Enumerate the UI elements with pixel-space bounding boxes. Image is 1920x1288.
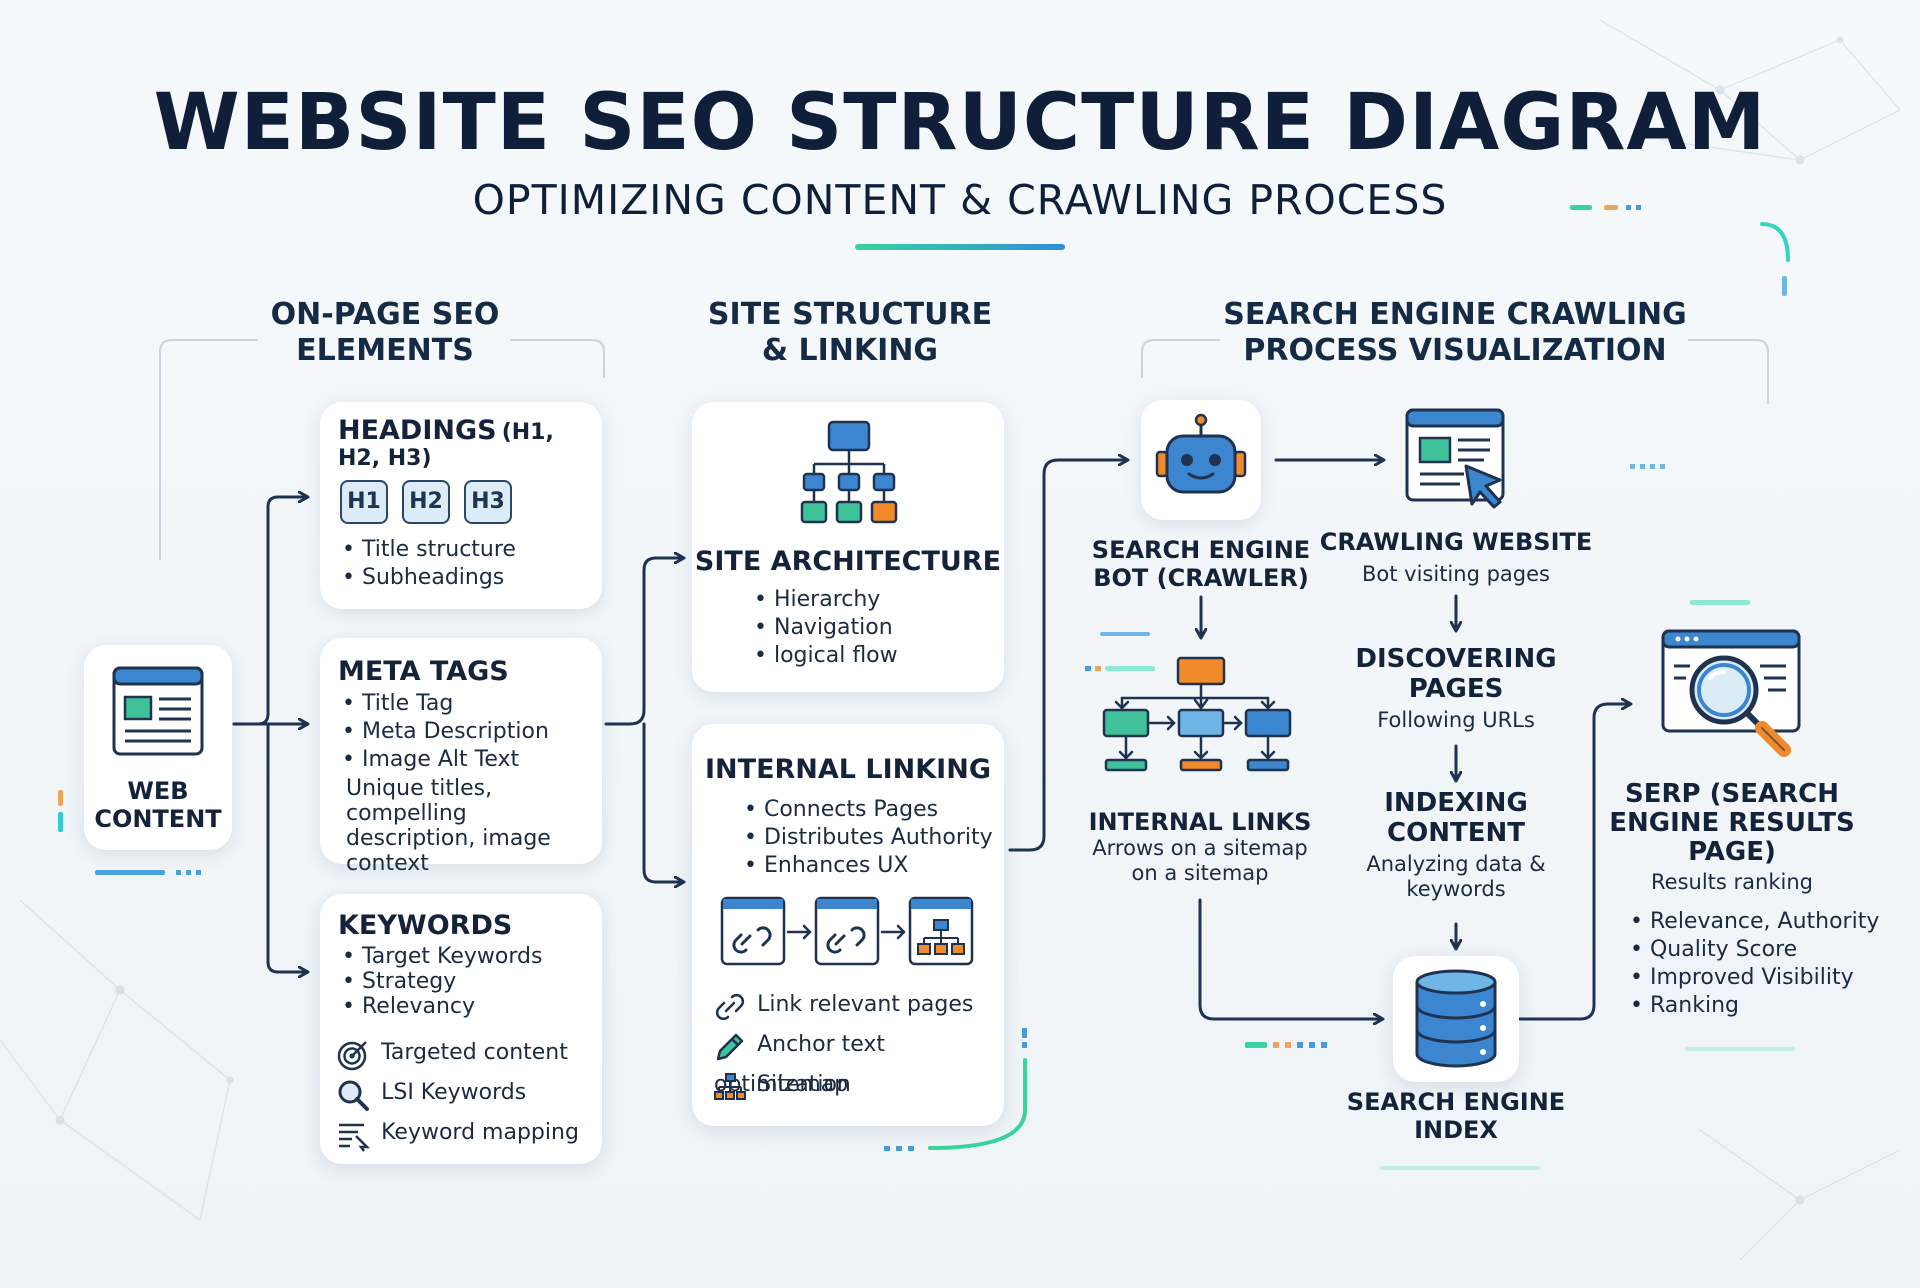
- discovering-sub: Following URLs: [1377, 708, 1535, 732]
- list-item: Target Keywords: [342, 944, 542, 969]
- keywords-bullets: Target Keywords Strategy Relevancy: [342, 944, 542, 1019]
- list-mapping-icon: [339, 1123, 370, 1152]
- list-item: Hierarchy: [754, 586, 898, 614]
- list-item: Meta Description: [342, 718, 549, 746]
- web-content-node: WEB CONTENT: [84, 645, 232, 850]
- keywords-card: KEYWORDS Target Keywords Strategy Releva…: [320, 894, 602, 1164]
- feature-label: LSI Keywords: [381, 1080, 527, 1105]
- feature-row: Sitemap: [714, 1066, 1002, 1106]
- serp-bullets: Relevance, Authority Quality Score Impro…: [1630, 908, 1879, 1020]
- internal-linking-title: INTERNAL LINKING: [705, 754, 991, 785]
- bot-node: [1141, 400, 1261, 520]
- database-icon: [1415, 969, 1497, 1068]
- headings-card: HEADINGS (H1, H2, H3) H1 H2 H3 Title struc…: [320, 402, 602, 609]
- h2-tag: H2: [402, 480, 450, 524]
- feature-label: Keyword mapping: [381, 1120, 579, 1145]
- list-item: Ranking: [1630, 992, 1879, 1020]
- browser-cursor-icon: [1405, 408, 1505, 509]
- meta-tags-title: META TAGS: [338, 656, 509, 687]
- serp-title: SERP (SEARCH ENGINE RESULTS PAGE): [1609, 779, 1855, 867]
- list-item: Improved Visibility: [1630, 964, 1879, 992]
- heading-tags: H1 H2 H3: [340, 480, 526, 524]
- internal-links-title: INTERNAL LINKS: [1088, 808, 1312, 836]
- list-item: Subheadings: [342, 564, 516, 592]
- page-subtitle: OPTIMIZING CONTENT & CRAWLING PROCESS: [472, 176, 1448, 224]
- site-architecture-bullets: Hierarchy Navigation logical flow: [754, 586, 898, 670]
- network-decoration: [0, 19, 1901, 1261]
- headings-bullets: Title structure Subheadings: [342, 536, 516, 592]
- internal-linking-card: INTERNAL LINKING Connects Pages Distribu…: [692, 724, 1004, 1126]
- site-architecture-card: SITE ARCHITECTURE Hierarchy Navigation l…: [692, 402, 1004, 692]
- page-title: WEBSITE SEO STRUCTURE DIAGRAM: [153, 78, 1767, 168]
- meta-tags-bullets: Title Tag Meta Description Image Alt Tex…: [342, 690, 549, 774]
- sitemap-tree-illustration: [1102, 656, 1292, 772]
- pencil-icon: [716, 1033, 744, 1060]
- list-item: Title structure: [342, 536, 516, 564]
- meta-tags-note: Unique titles, compelling description, i…: [346, 776, 551, 876]
- site-architecture-title: SITE ARCHITECTURE: [694, 546, 1002, 577]
- feature-label: Link relevant pages: [757, 992, 974, 1017]
- list-item: logical flow: [754, 642, 898, 670]
- list-item: Distributes Authority: [744, 824, 993, 852]
- internal-linking-features: Link relevant pages Anchor text optimiza…: [714, 986, 1002, 1106]
- index-label: SEARCH ENGINE INDEX: [1346, 1088, 1566, 1144]
- headings-title-suffix: (H1, H2, H3): [338, 420, 554, 471]
- list-item: Relevance, Authority: [1630, 908, 1879, 936]
- section-heading-site-structure: SITE STRUCTURE & LINKING: [707, 297, 993, 368]
- linked-pages-illustration: [720, 896, 974, 966]
- list-item: Relevancy: [342, 994, 542, 1019]
- robot-icon: [1155, 413, 1247, 494]
- list-item: Image Alt Text: [342, 746, 549, 774]
- h1-tag: H1: [340, 480, 388, 524]
- hierarchy-icon: [800, 420, 898, 524]
- discovering-title: DISCOVERING PAGES: [1355, 644, 1557, 704]
- feature-row: Link relevant pages: [714, 986, 1002, 1026]
- feature-label: Targeted content: [381, 1040, 568, 1065]
- feature-row: LSI Keywords: [336, 1074, 602, 1114]
- section-heading-crawling: SEARCH ENGINE CRAWLING PROCESS VISUALIZA…: [1223, 297, 1687, 368]
- headings-title: HEADINGS: [338, 415, 497, 446]
- feature-row: Anchor text optimization: [714, 1026, 1002, 1097]
- magnifier-browser-icon: [1661, 629, 1801, 757]
- section-heading-on-page: ON-PAGE SEO ELEMENTS: [270, 297, 500, 368]
- web-content-label: WEB CONTENT: [94, 777, 222, 833]
- chain-link-icon: [715, 993, 745, 1020]
- index-node: [1393, 956, 1519, 1082]
- list-item: Strategy: [342, 969, 542, 994]
- crawling-title: CRAWLING WEBSITE: [1319, 528, 1593, 556]
- webpage-icon: [112, 666, 204, 756]
- list-item: Navigation: [754, 614, 898, 642]
- internal-links-sub: Arrows on a sitemap on a sitemap: [1092, 836, 1308, 885]
- sitemap-icon: [714, 1072, 746, 1100]
- list-item: Title Tag: [342, 690, 549, 718]
- crawling-sub: Bot visiting pages: [1362, 562, 1550, 586]
- feature-label: Sitemap: [757, 1072, 849, 1097]
- accent-dashes: [58, 205, 1795, 1170]
- list-item: Enhances UX: [744, 852, 993, 880]
- indexing-title: INDEXING CONTENT: [1384, 788, 1528, 848]
- keywords-features: Targeted content LSI Keywords Keyword ma…: [336, 1034, 602, 1154]
- h3-tag: H3: [464, 480, 512, 524]
- feature-row: Keyword mapping: [336, 1114, 602, 1154]
- indexing-sub: Analyzing data & keywords: [1366, 852, 1546, 901]
- magnifier-icon: [338, 1080, 369, 1111]
- meta-tags-card: META TAGS Title Tag Meta Description Ima…: [320, 638, 602, 876]
- title-underline: [855, 244, 1065, 250]
- feature-row: Targeted content: [336, 1034, 602, 1074]
- list-item: Quality Score: [1630, 936, 1879, 964]
- headings-title-row: HEADINGS (H1, H2, H3): [338, 415, 598, 472]
- serp-sub: Results ranking: [1651, 870, 1813, 894]
- target-icon: [337, 1040, 367, 1070]
- keywords-title: KEYWORDS: [338, 910, 513, 941]
- bot-label: SEARCH ENGINE BOT (CRAWLER): [1091, 536, 1311, 592]
- internal-linking-bullets: Connects Pages Distributes Authority Enh…: [744, 796, 993, 880]
- list-item: Connects Pages: [744, 796, 993, 824]
